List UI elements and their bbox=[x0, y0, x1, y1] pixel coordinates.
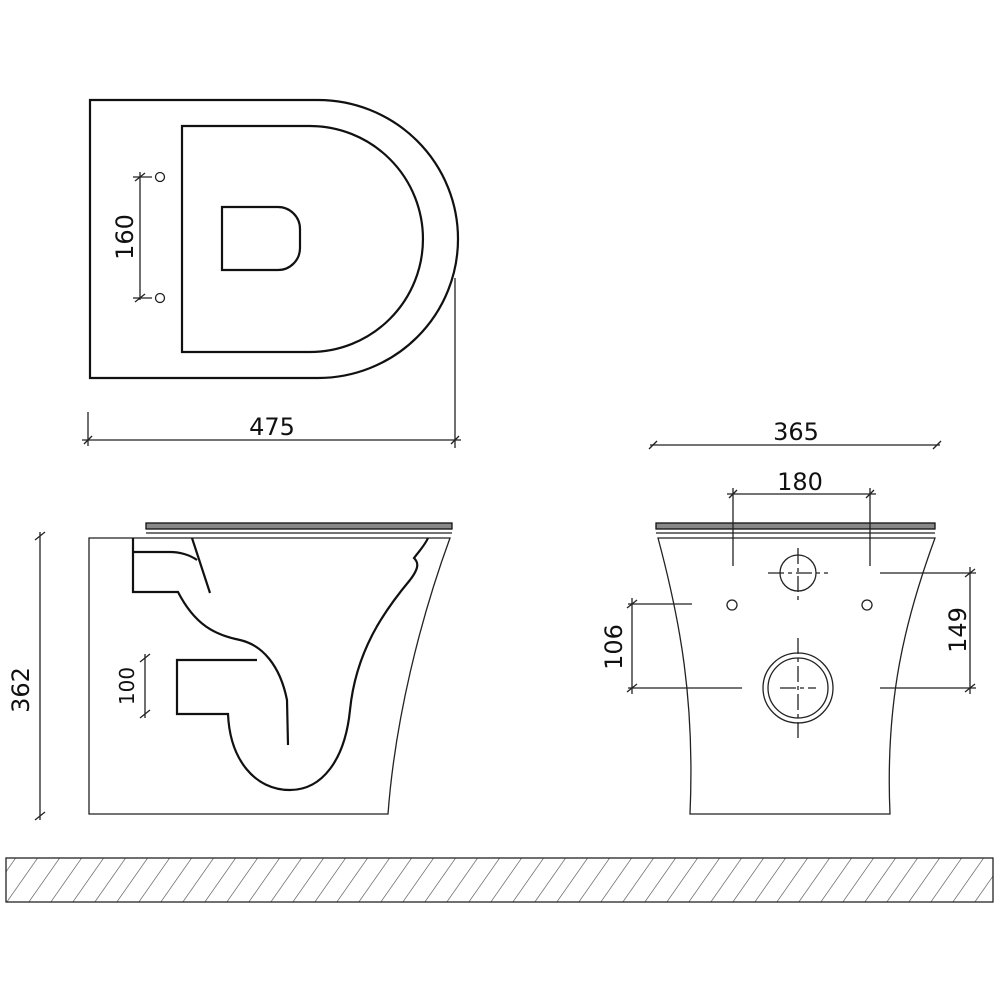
dim-label: 180 bbox=[777, 468, 823, 496]
dim-365: 365 bbox=[648, 418, 942, 450]
dim-label: 149 bbox=[944, 607, 972, 653]
dim-label: 100 bbox=[115, 667, 139, 705]
seat-outline bbox=[180, 124, 425, 354]
front-body bbox=[657, 537, 936, 815]
dim-100: 100 bbox=[115, 653, 151, 719]
bowl-opening bbox=[220, 205, 302, 272]
mount-hole bbox=[154, 292, 166, 304]
dim-label: 106 bbox=[600, 624, 628, 670]
dim-label: 160 bbox=[111, 214, 139, 260]
mount-hole bbox=[154, 171, 166, 183]
seat-lid bbox=[145, 522, 453, 530]
bowl-profile bbox=[175, 537, 430, 792]
top-view: 160 475 bbox=[82, 98, 461, 448]
seat-lid bbox=[655, 522, 936, 530]
rim-channel bbox=[133, 537, 212, 594]
dim-475: 475 bbox=[82, 278, 461, 448]
dim-106: 106 bbox=[600, 598, 742, 694]
side-body bbox=[88, 537, 451, 815]
dim-160: 160 bbox=[111, 172, 152, 303]
front-view: 365 180 106 bbox=[600, 418, 976, 815]
dim-362: 362 bbox=[7, 531, 46, 821]
trap-upper bbox=[131, 538, 290, 746]
dim-180: 180 bbox=[727, 468, 876, 566]
mount-hole bbox=[726, 599, 738, 611]
side-view: 100 362 bbox=[7, 522, 453, 821]
dim-label: 365 bbox=[773, 418, 819, 446]
mount-hole bbox=[861, 599, 873, 611]
dim-149: 149 bbox=[880, 567, 976, 694]
floor-hatch bbox=[5, 857, 994, 903]
dim-label: 475 bbox=[249, 413, 295, 441]
top-outline bbox=[88, 98, 460, 380]
dim-label: 362 bbox=[7, 667, 35, 713]
